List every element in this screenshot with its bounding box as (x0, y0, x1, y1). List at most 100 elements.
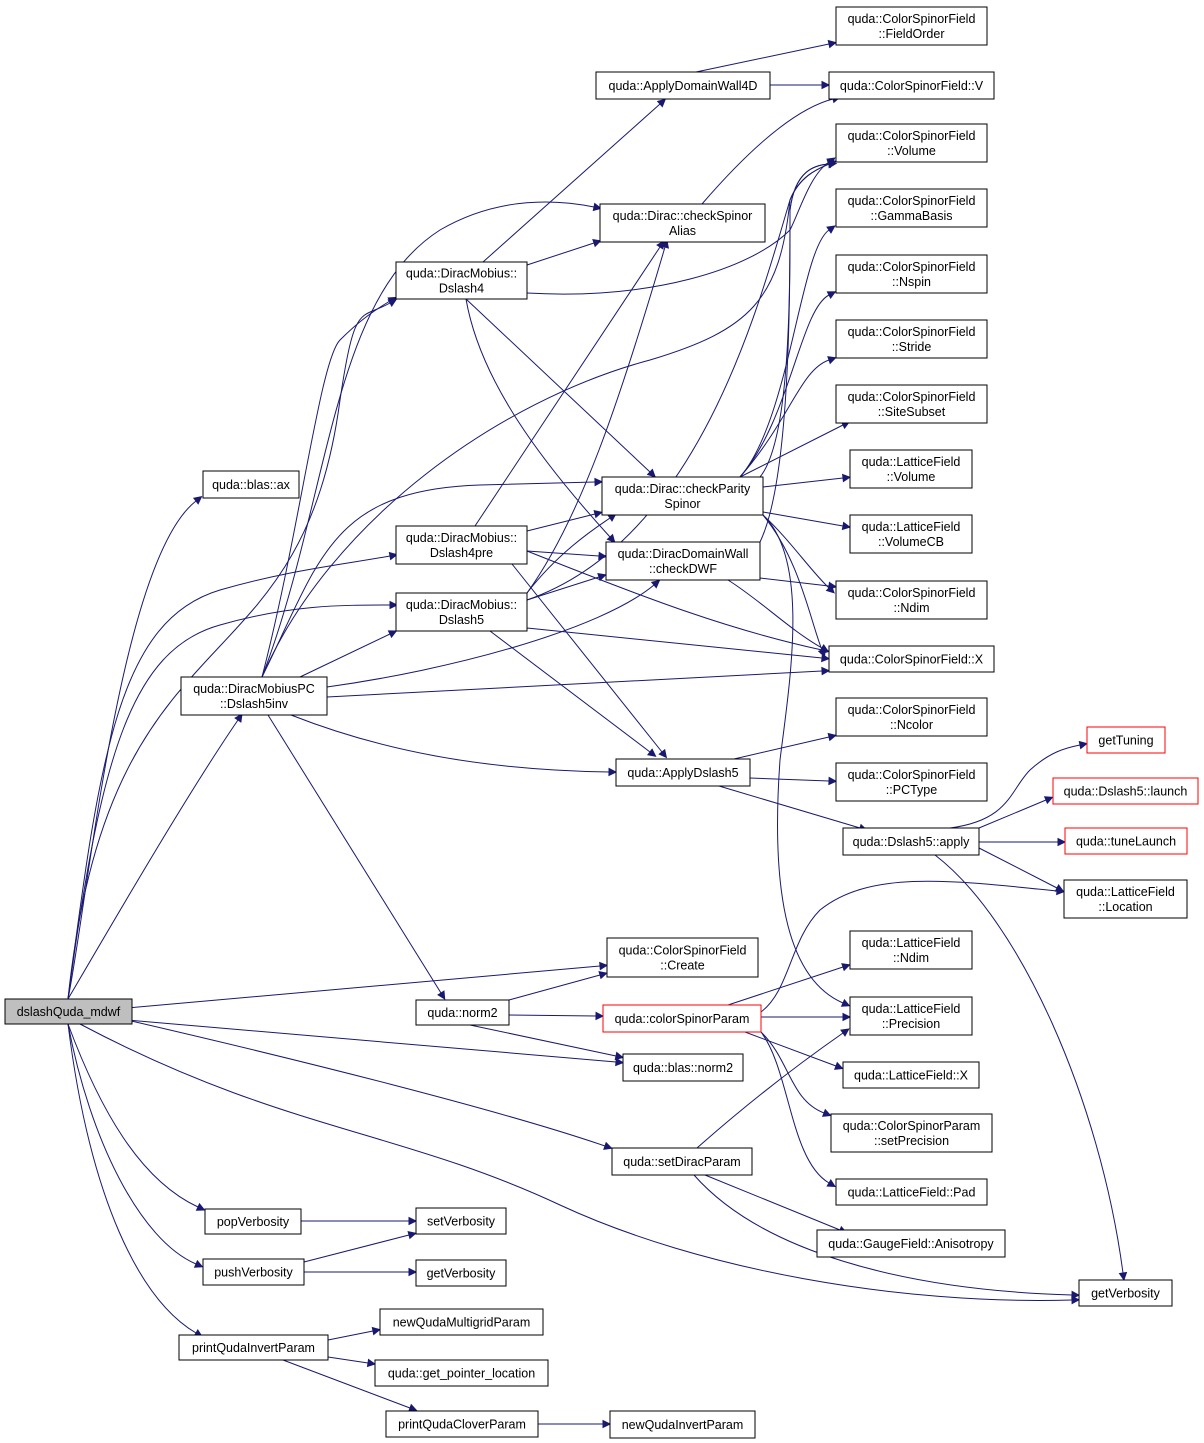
node-cspSetPrecision[interactable]: quda::ColorSpinorParam::setPrecision (830, 1113, 993, 1153)
node-setVerbosity[interactable]: setVerbosity (415, 1207, 507, 1235)
edge-line (704, 1174, 841, 1231)
node-applyDslash5[interactable]: quda::ApplyDslash5 (615, 758, 751, 787)
node-lfVolumeCB[interactable]: quda::LatticeField::VolumeCB (849, 514, 973, 554)
node-lfLocation[interactable]: quda::LatticeField::Location (1063, 879, 1188, 919)
node-box (605, 541, 761, 581)
node-blas_ax[interactable]: quda::blas::ax (202, 470, 300, 499)
node-csfX[interactable]: quda::ColorSpinorField::X (828, 645, 995, 673)
node-label: pushVerbosity (214, 1266, 293, 1280)
node-getTuning[interactable]: getTuning (1086, 726, 1166, 754)
node-csfPCType[interactable]: quda::ColorSpinorField::PCType (835, 762, 988, 802)
node-dslash5launch[interactable]: quda::Dslash5::launch (1052, 777, 1199, 805)
node-label: Alias (669, 224, 696, 238)
node-label: ::Volume (887, 144, 936, 158)
edge-norm2-to-colorSpinorParam (508, 1011, 605, 1021)
node-gfAnisotropy[interactable]: quda::GaugeField::Anisotropy (816, 1229, 1006, 1258)
node-dslash5inv[interactable]: quda::DiracMobiusPC::Dslash5inv (180, 676, 328, 716)
node-csfGammaBasis[interactable]: quda::ColorSpinorField::GammaBasis (835, 188, 988, 228)
node-checkDWF[interactable]: quda::DiracDomainWall::checkDWF (605, 541, 761, 581)
node-box (622, 1053, 744, 1082)
arrowhead (366, 1358, 377, 1368)
node-label: quda::DiracDomainWall (618, 547, 749, 561)
arrowhead (1078, 740, 1088, 750)
node-label: quda::LatticeField::X (854, 1069, 969, 1083)
edge-line (744, 1031, 837, 1067)
node-dslashQuda_mdwf[interactable]: dslashQuda_mdwf (4, 998, 133, 1025)
node-label: quda::ColorSpinorField (619, 944, 747, 958)
edge-setDiracParam-to-lfPrecision (696, 1028, 850, 1149)
node-csfNspin[interactable]: quda::ColorSpinorField::Nspin (835, 254, 988, 294)
node-blasNorm2[interactable]: quda::blas::norm2 (622, 1053, 744, 1082)
edge-printQudaCloverParam-to-newQudaInvertParam (538, 1419, 612, 1429)
arrowhead (193, 1259, 204, 1268)
node-setDiracParam[interactable]: quda::setDiracParam (611, 1147, 753, 1176)
edge-line (508, 974, 601, 1001)
node-csfV[interactable]: quda::ColorSpinorField::V (828, 71, 995, 100)
node-pushVerbosity[interactable]: pushVerbosity (202, 1258, 305, 1286)
node-getPointerLocation[interactable]: quda::get_pointer_location (374, 1359, 549, 1387)
edge-dslash5apply-to-dslash5launch (978, 796, 1054, 829)
node-csfCreate[interactable]: quda::ColorSpinorField::Create (606, 937, 759, 978)
edge-pushVerbosity-to-getVerbosityMid (304, 1267, 418, 1277)
arrowhead (656, 98, 667, 108)
arrowhead (821, 653, 831, 663)
node-label: newQudaMultigridParam (393, 1316, 531, 1330)
node-newQudaMultigridParam[interactable]: newQudaMultigridParam (379, 1308, 544, 1336)
arrowhead (1071, 1290, 1081, 1300)
node-label: ::FieldOrder (879, 27, 945, 41)
edge-line (327, 1356, 369, 1364)
node-getVerbosityMid[interactable]: getVerbosity (415, 1259, 507, 1287)
node-tuneLaunch[interactable]: quda::tuneLaunch (1064, 827, 1188, 855)
node-getVerbosity[interactable]: getVerbosity (1078, 1279, 1173, 1307)
edge-line (739, 424, 844, 478)
node-label: popVerbosity (217, 1215, 290, 1229)
node-csfStride[interactable]: quda::ColorSpinorField::Stride (835, 319, 988, 359)
node-dslash4[interactable]: quda::DiracMobius::Dslash4 (395, 261, 528, 300)
node-dslash4pre[interactable]: quda::DiracMobius::Dslash4pre (395, 525, 528, 565)
node-lfPad[interactable]: quda::LatticeField::Pad (835, 1178, 988, 1206)
arrowhead (841, 963, 851, 972)
arrowhead (195, 1202, 206, 1211)
node-lfPrecision[interactable]: quda::LatticeField::Precision (849, 996, 973, 1036)
arrowhead (408, 1216, 418, 1226)
node-norm2[interactable]: quda::norm2 (415, 999, 510, 1026)
edge-line (978, 847, 1058, 889)
node-lfVolume[interactable]: quda::LatticeField::Volume (849, 449, 973, 489)
node-label: quda::ColorSpinorField::V (840, 79, 984, 93)
node-box (842, 1061, 980, 1089)
node-printQudaInvertParam[interactable]: printQudaInvertParam (178, 1334, 329, 1361)
edge-dslashQuda_mdwf-to-blasNorm2 (126, 1019, 625, 1067)
edge-checkParitySpinor-to-csfStride (739, 356, 837, 478)
node-csfNcolor[interactable]: quda::ColorSpinorField::Ncolor (835, 697, 988, 737)
node-label: quda::tuneLaunch (1076, 835, 1176, 849)
node-box (374, 1359, 549, 1387)
node-csfNdim[interactable]: quda::ColorSpinorField::Ndim (835, 580, 988, 620)
arrowhead (827, 39, 837, 49)
node-csfVolume[interactable]: quda::ColorSpinorField::Volume (835, 123, 988, 163)
node-csfFieldOrder[interactable]: quda::ColorSpinorField::FieldOrder (835, 6, 988, 46)
node-newQudaInvertParam[interactable]: newQudaInvertParam (609, 1410, 756, 1439)
edge-line (261, 300, 391, 678)
edge-pushVerbosity-to-setVerbosity (303, 1230, 417, 1263)
node-popVerbosity[interactable]: popVerbosity (204, 1208, 302, 1235)
node-label: quda::ColorSpinorField (848, 12, 976, 26)
arrowhead (592, 202, 602, 212)
node-dslash5apply[interactable]: quda::Dslash5::apply (842, 827, 980, 856)
node-dslash5[interactable]: quda::DiracMobius::Dslash5 (395, 592, 528, 632)
node-label: quda::ColorSpinorField (848, 325, 976, 339)
node-box (835, 319, 988, 359)
node-lfX[interactable]: quda::LatticeField::X (842, 1061, 980, 1089)
node-applyDW4D[interactable]: quda::ApplyDomainWall4D (595, 71, 771, 100)
edge-norm2-to-blasNorm2 (469, 1024, 624, 1061)
node-box (835, 188, 988, 228)
edge-checkParitySpinor-to-csfNdim (762, 514, 835, 594)
node-csfSiteSubset[interactable]: quda::ColorSpinorField::SiteSubset (835, 384, 988, 424)
edge-checkParitySpinor-to-lfPrecision (762, 514, 851, 1007)
node-printQudaCloverParam[interactable]: printQudaCloverParam (385, 1410, 539, 1438)
arrowhead (840, 998, 851, 1007)
node-lfNdim[interactable]: quda::LatticeField::Ndim (849, 930, 973, 970)
node-box (379, 1308, 544, 1336)
node-colorSpinorParam[interactable]: quda::colorSpinorParam (602, 1004, 762, 1033)
